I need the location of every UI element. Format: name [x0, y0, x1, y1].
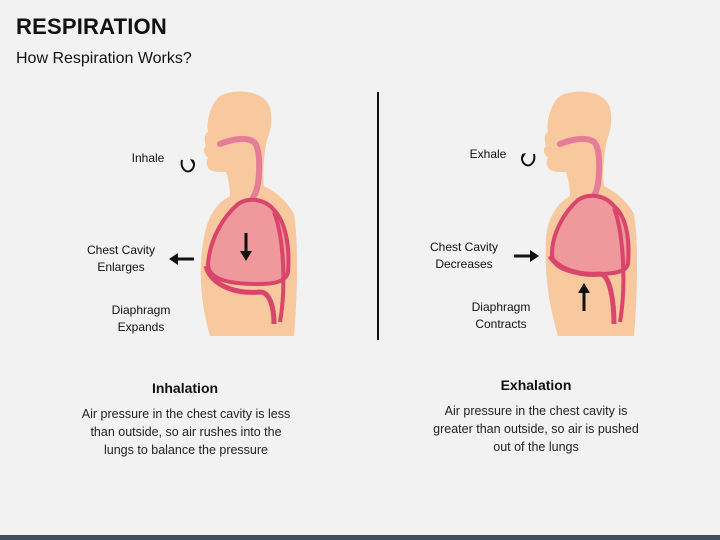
diaphragm-label-text: Diaphragm Expands [111, 303, 171, 334]
exhalation-description: Air pressure in the chest cavity is grea… [433, 404, 639, 454]
diaphragm [203, 265, 277, 325]
inhale-curved-arrow-icon [180, 159, 195, 173]
lung-up-arrow-icon [578, 283, 590, 311]
lung [549, 193, 631, 277]
page-subtitle: How Respiration Works? [16, 50, 192, 67]
airway [217, 135, 263, 209]
inhalation-description: Air pressure in the chest cavity is less… [81, 407, 291, 457]
inhale-label: Inhale [131, 151, 165, 165]
chest-cavity-label-text: Chest Cavity Enlarges [86, 243, 156, 274]
chest-right-arrow-icon [514, 250, 539, 262]
diaphragm-label-text: Diaphragm Contracts [471, 300, 531, 331]
page-title: RESPIRATION [16, 14, 167, 39]
chest-cavity-label-text: Chest Cavity Decreases [429, 240, 499, 271]
chest-cavity-label: Chest Cavity Enlarges [84, 242, 158, 276]
lung [205, 197, 291, 287]
bottom-accent-bar [0, 535, 720, 540]
inhalation-title: Inhalation [151, 380, 219, 396]
center-divider [377, 92, 379, 340]
diaphragm [547, 254, 617, 325]
lung-outline-tail [612, 207, 626, 323]
lung-down-arrow-icon [240, 233, 252, 261]
exhale-curved-arrow-icon [521, 153, 536, 167]
exhalation-title: Exhalation [500, 377, 572, 393]
exhalation-figure [543, 91, 637, 336]
chest-cavity-label: Chest Cavity Decreases [426, 239, 502, 273]
lung-outline-tail [272, 211, 286, 323]
diaphragm-label: Diaphragm Contracts [464, 299, 538, 333]
exhale-label: Exhale [469, 147, 507, 161]
inhalation-figure [200, 91, 297, 336]
chest-left-arrow-icon [169, 253, 194, 265]
diaphragm-label: Diaphragm Expands [104, 302, 178, 336]
